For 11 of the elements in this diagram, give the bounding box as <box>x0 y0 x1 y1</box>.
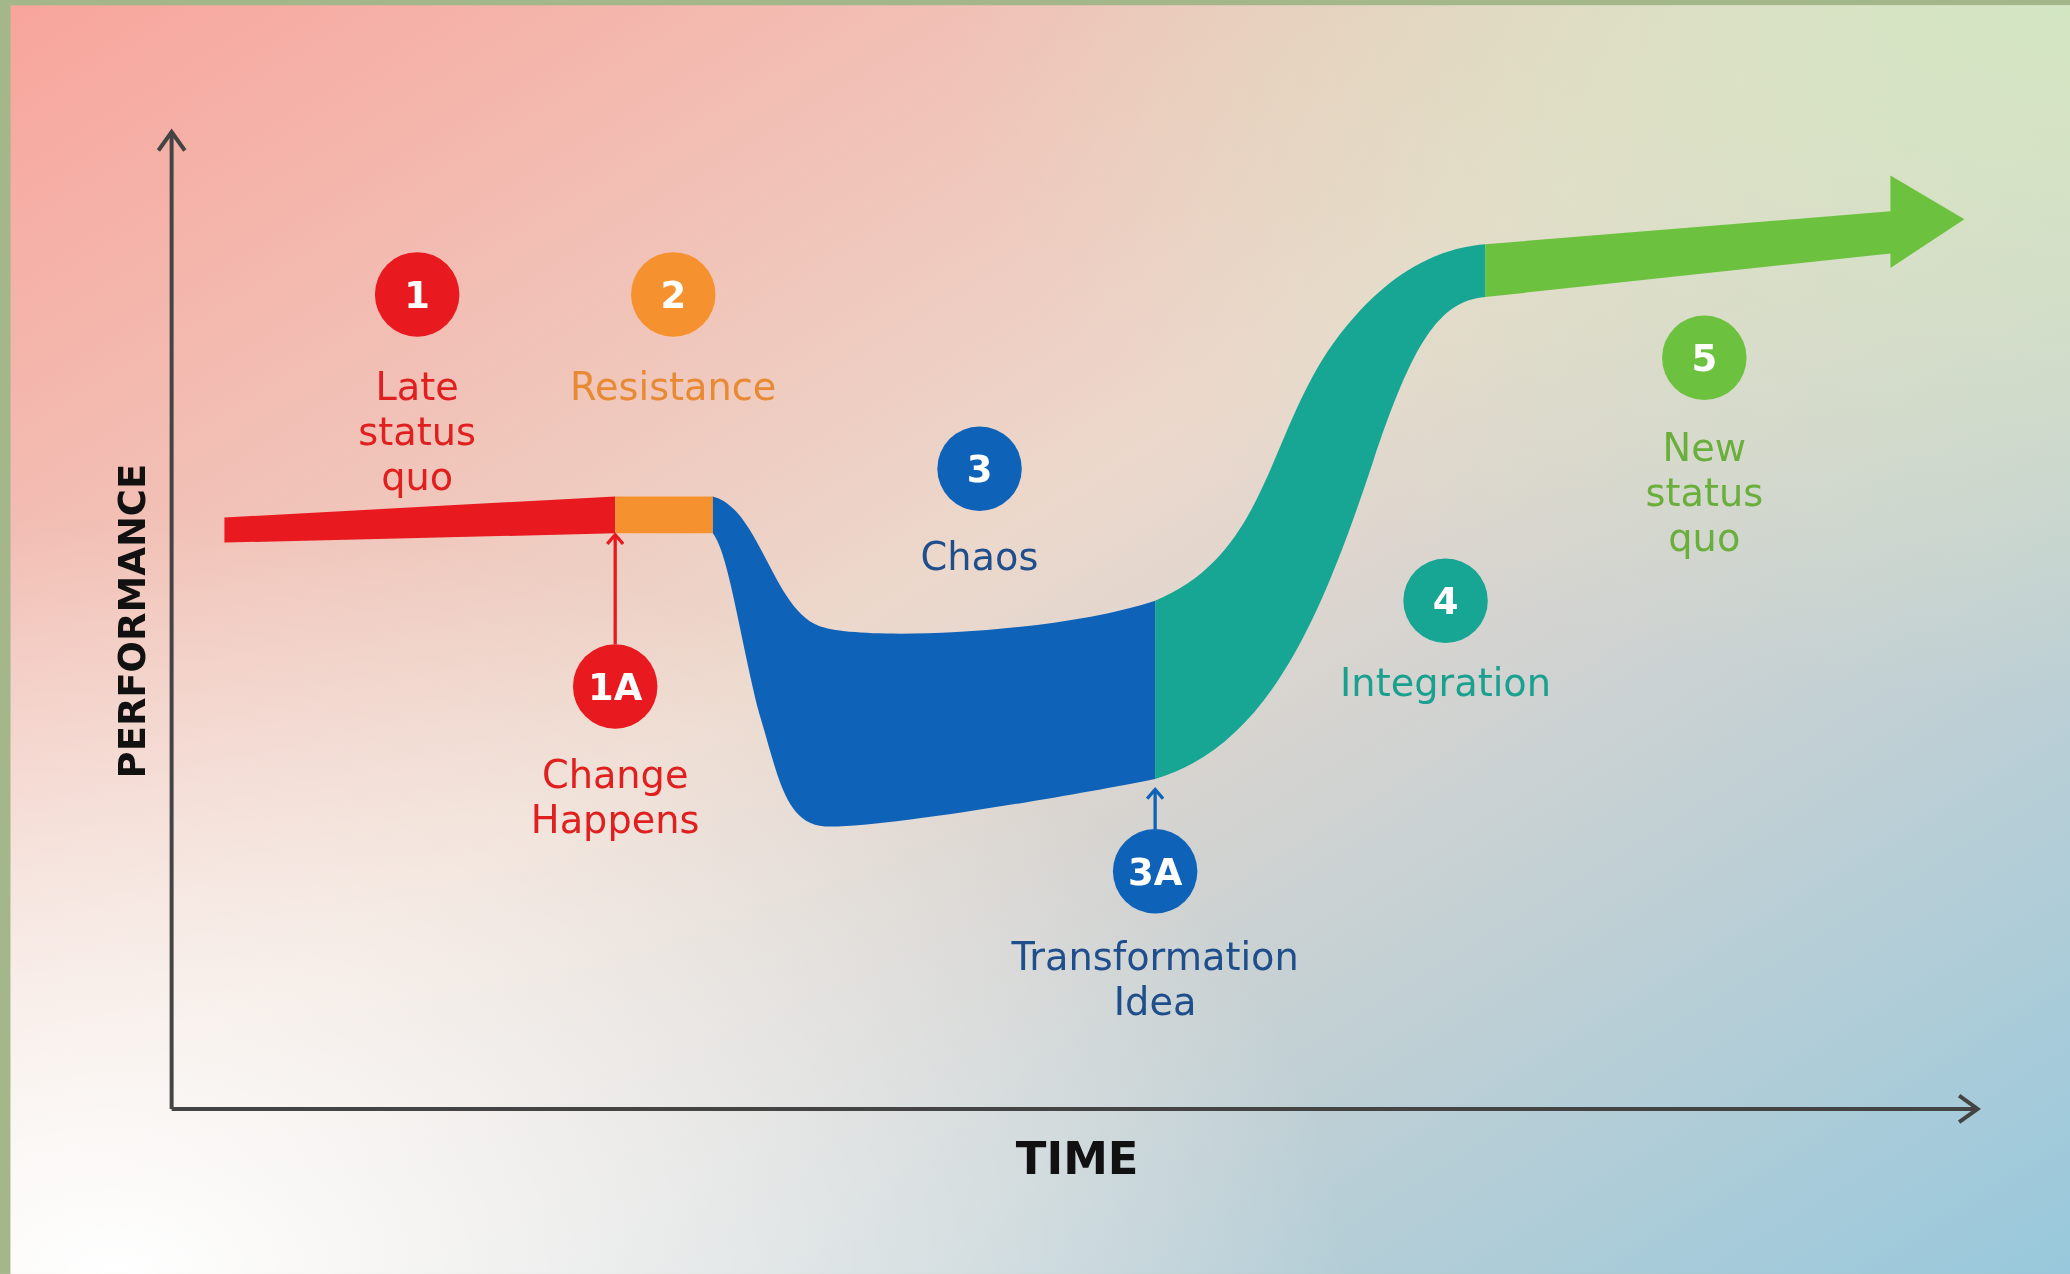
stage-label: Change Happens <box>529 752 701 843</box>
stage-label: Integration <box>1339 660 1553 705</box>
stage-label: New status quo <box>1644 425 1765 560</box>
stage-label: Resistance <box>569 364 778 410</box>
stage-label: Transformation Idea <box>1010 934 1300 1025</box>
axis-title: TIME <box>1015 1131 1139 1185</box>
stage-label: Late status quo <box>357 364 477 499</box>
stage-label: Chaos <box>919 534 1040 580</box>
axis-title: PERFORMANCE <box>110 463 154 778</box>
leader-arrow <box>1145 787 1165 830</box>
leader-arrow <box>605 533 625 645</box>
